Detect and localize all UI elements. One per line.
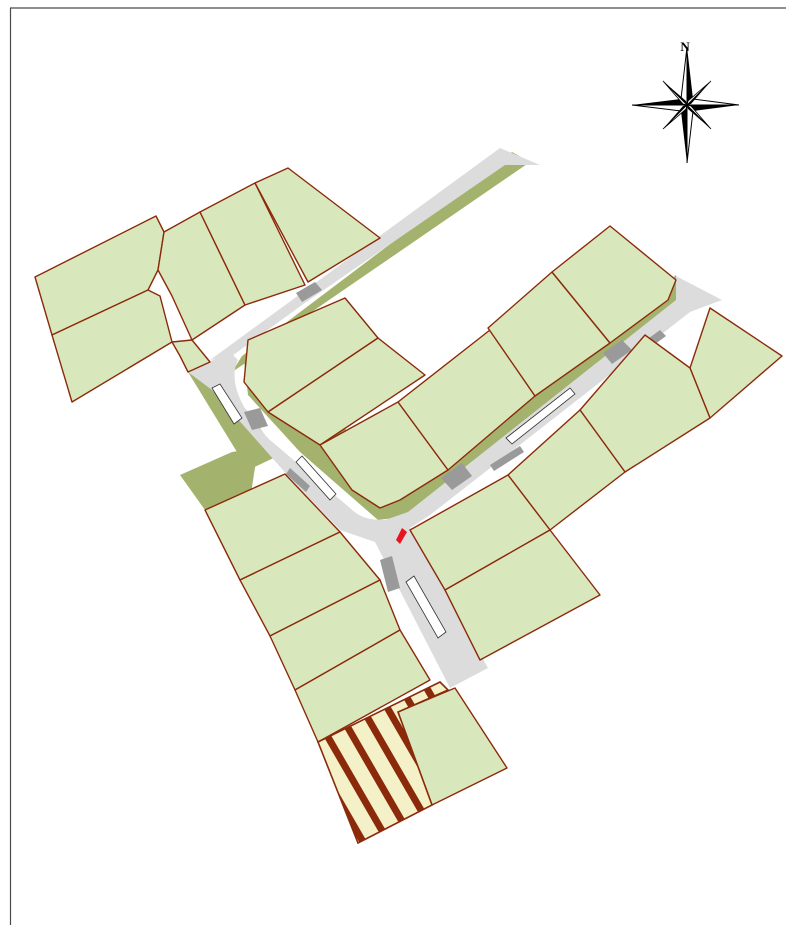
hatched-plot [316, 681, 450, 845]
parking-rows [211, 383, 576, 639]
compass-rose-icon: N [631, 39, 740, 164]
map-frame-border [9, 7, 786, 925]
red-marker [396, 528, 407, 544]
compass-north-label: N [680, 39, 690, 54]
land-plots [34, 167, 783, 806]
